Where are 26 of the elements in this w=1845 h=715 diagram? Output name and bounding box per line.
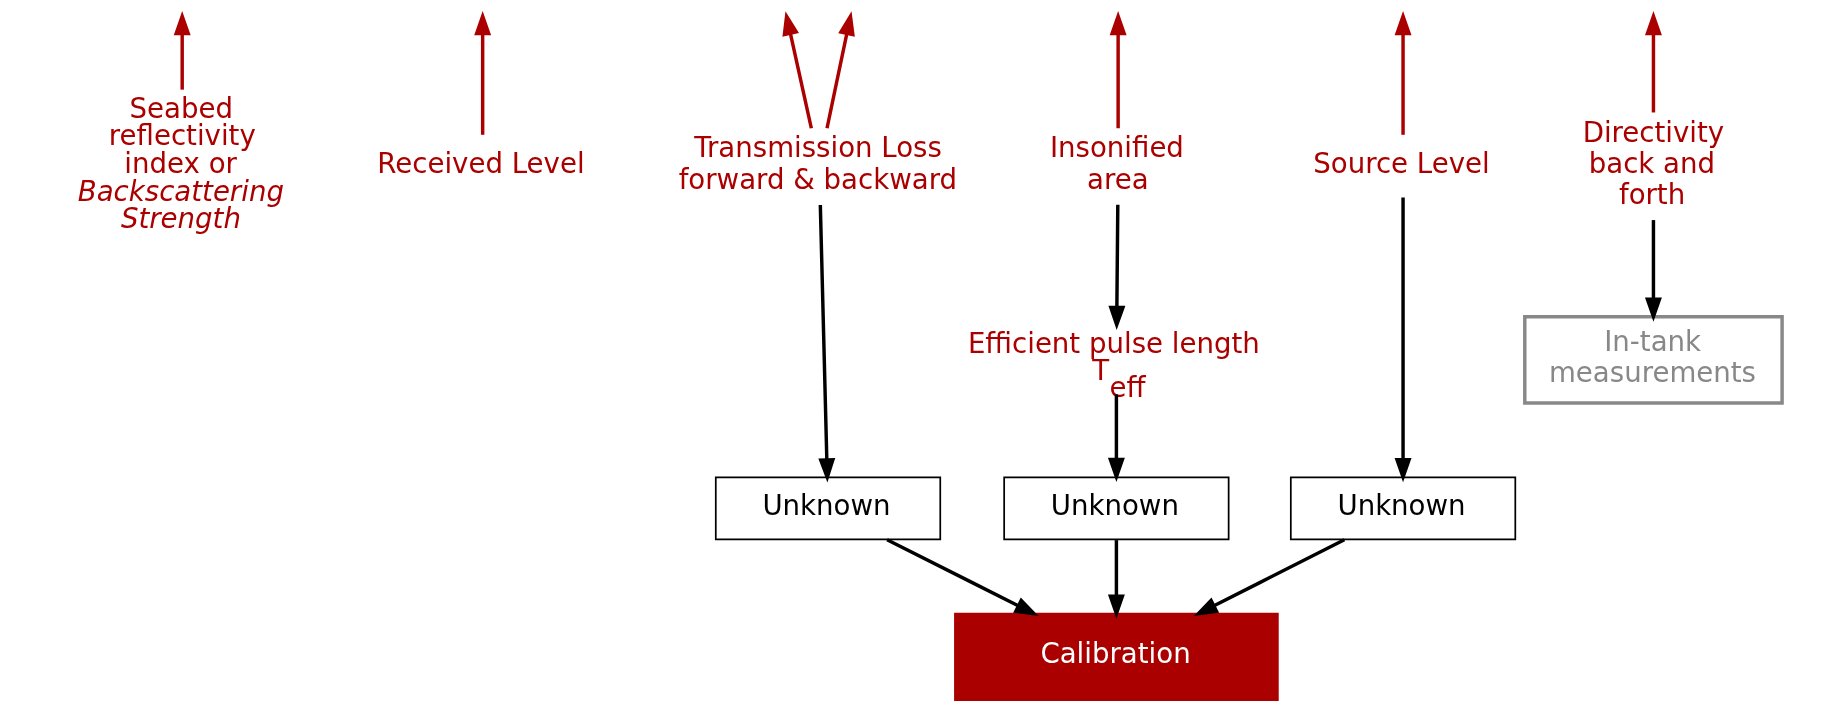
arrow — [1644, 11, 1662, 113]
node-box: Calibration — [953, 612, 1279, 701]
arrow — [1109, 11, 1127, 129]
node-box: Unknown — [1289, 476, 1516, 541]
node-box: Unknown — [1002, 476, 1229, 541]
node-box: In-tank measurements — [1522, 314, 1784, 405]
arrow — [1394, 11, 1412, 135]
arrow — [1394, 197, 1412, 483]
node-text: Received Level — [376, 147, 585, 181]
arrow — [1107, 204, 1125, 330]
node-text: Source Level — [1312, 147, 1490, 181]
arrow — [817, 205, 835, 483]
arrow — [781, 11, 813, 129]
arrow — [173, 11, 191, 90]
node-text: Directivity back and forth — [1582, 115, 1724, 212]
node-text: Seabed reflectivity index or Backscattering Strength — [77, 91, 284, 236]
arrow — [885, 538, 1039, 616]
node-text: Transmission Loss forward & backward — [678, 131, 957, 196]
arrow — [1193, 538, 1345, 617]
arrow — [824, 11, 855, 129]
arrow — [1644, 220, 1662, 322]
node-box: Unknown — [714, 476, 941, 541]
arrow — [1107, 394, 1125, 483]
arrow — [1107, 540, 1125, 619]
arrow — [473, 11, 491, 135]
node-text: Insonified area — [1049, 131, 1184, 196]
